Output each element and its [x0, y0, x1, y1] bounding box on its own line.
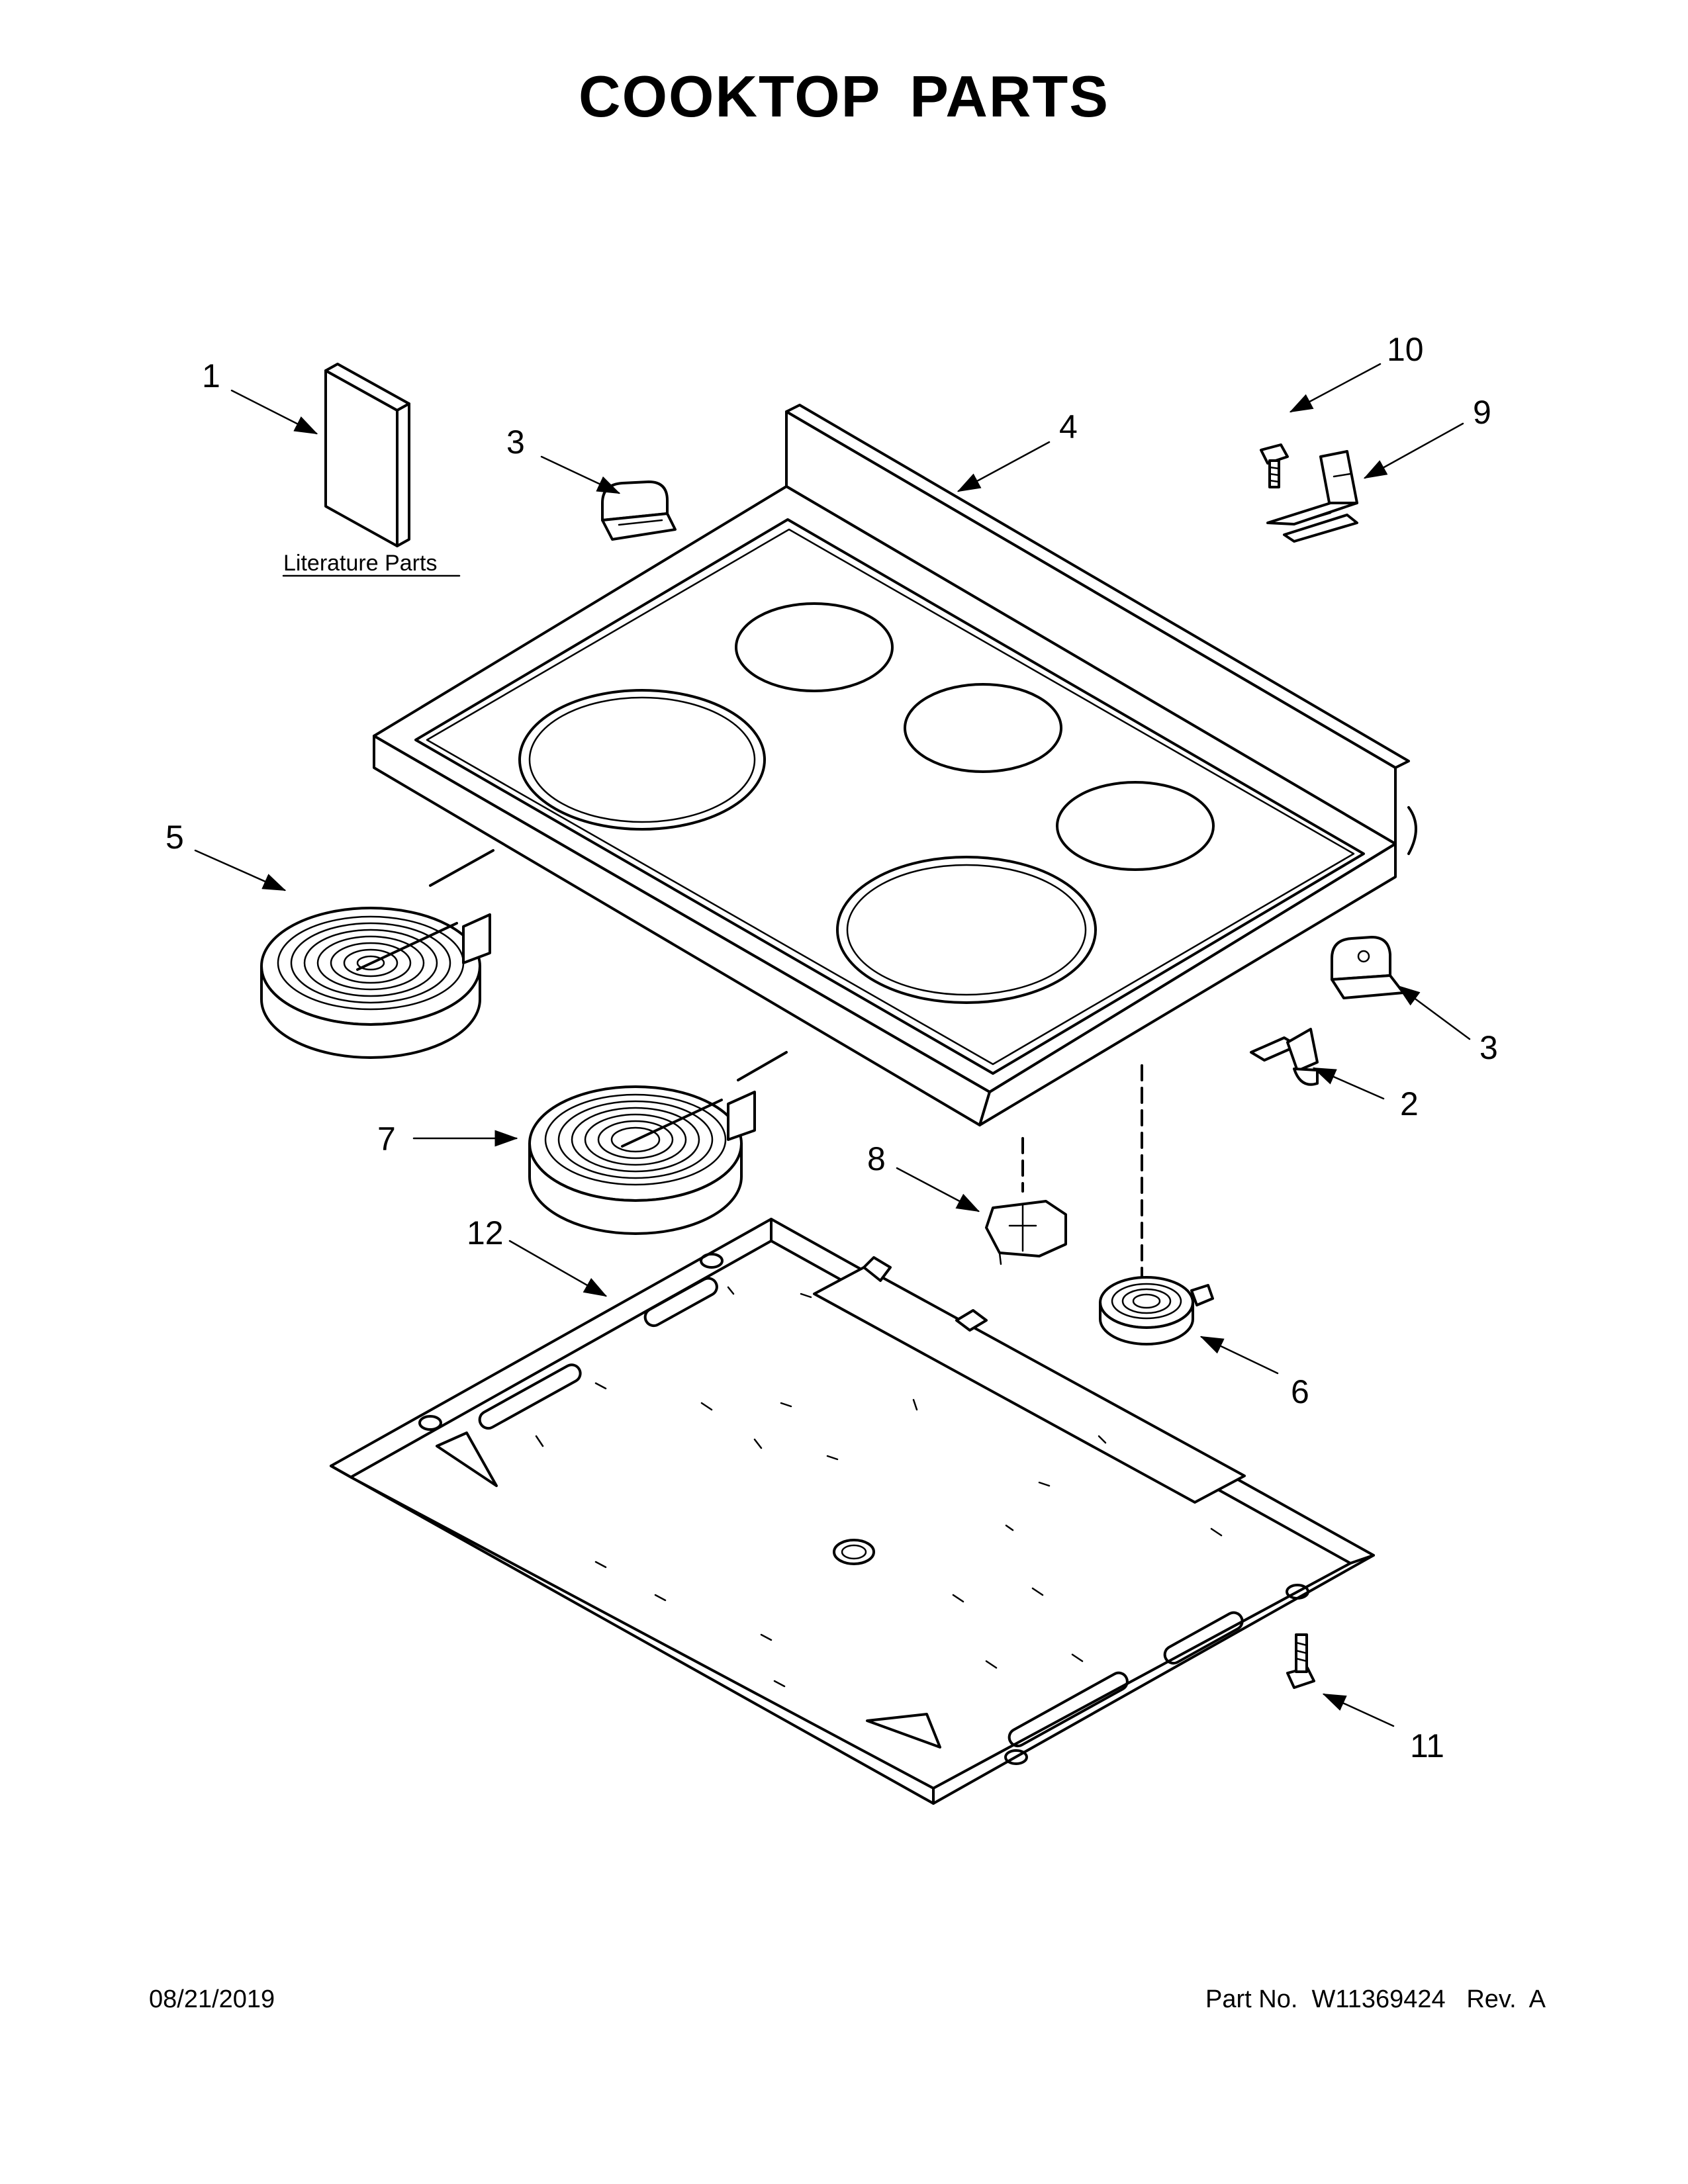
callout-3-upper: 3 [506, 424, 525, 461]
callout-4: 4 [1059, 408, 1078, 445]
sensor-part-8[interactable] [985, 1200, 1067, 1265]
page-title: COOKTOP PARTS [579, 64, 1109, 129]
switch-part-2[interactable] [1250, 1028, 1319, 1086]
callout-6: 6 [1291, 1373, 1309, 1410]
callout-12: 12 [467, 1214, 504, 1251]
callout-11: 11 [1410, 1727, 1444, 1764]
clip-part-9[interactable] [1266, 450, 1358, 543]
element-5-leader [429, 849, 494, 887]
literature-parts-label[interactable]: Literature Parts [283, 551, 437, 576]
callout-10: 10 [1387, 331, 1424, 368]
callout-arrows [194, 363, 1471, 1727]
surface-element-small[interactable] [528, 1085, 756, 1235]
callout-3-lower: 3 [1479, 1029, 1498, 1066]
surface-element-large[interactable] [260, 907, 491, 1059]
callout-7: 7 [377, 1120, 396, 1158]
footer-date: 08/21/2019 [149, 1985, 275, 2013]
screw-part-11[interactable] [1286, 1633, 1315, 1689]
element-7-leader [737, 1051, 788, 1081]
screw-part-10[interactable] [1260, 443, 1289, 488]
burner-box[interactable] [330, 1218, 1375, 1805]
cooktop-bracket-lower[interactable] [1331, 936, 1405, 999]
callout-1: 1 [202, 357, 220, 394]
literature-parts-booklet[interactable] [324, 363, 410, 547]
callout-2: 2 [1400, 1085, 1419, 1122]
callout-5: 5 [165, 819, 184, 856]
radiant-element-part-6[interactable] [1099, 1276, 1214, 1345]
callout-9: 9 [1473, 394, 1491, 431]
callout-8: 8 [867, 1140, 886, 1177]
footer-part-number: Part No. W11369424 Rev. A [1205, 1985, 1546, 2013]
cooktop-glass[interactable] [373, 404, 1417, 1126]
